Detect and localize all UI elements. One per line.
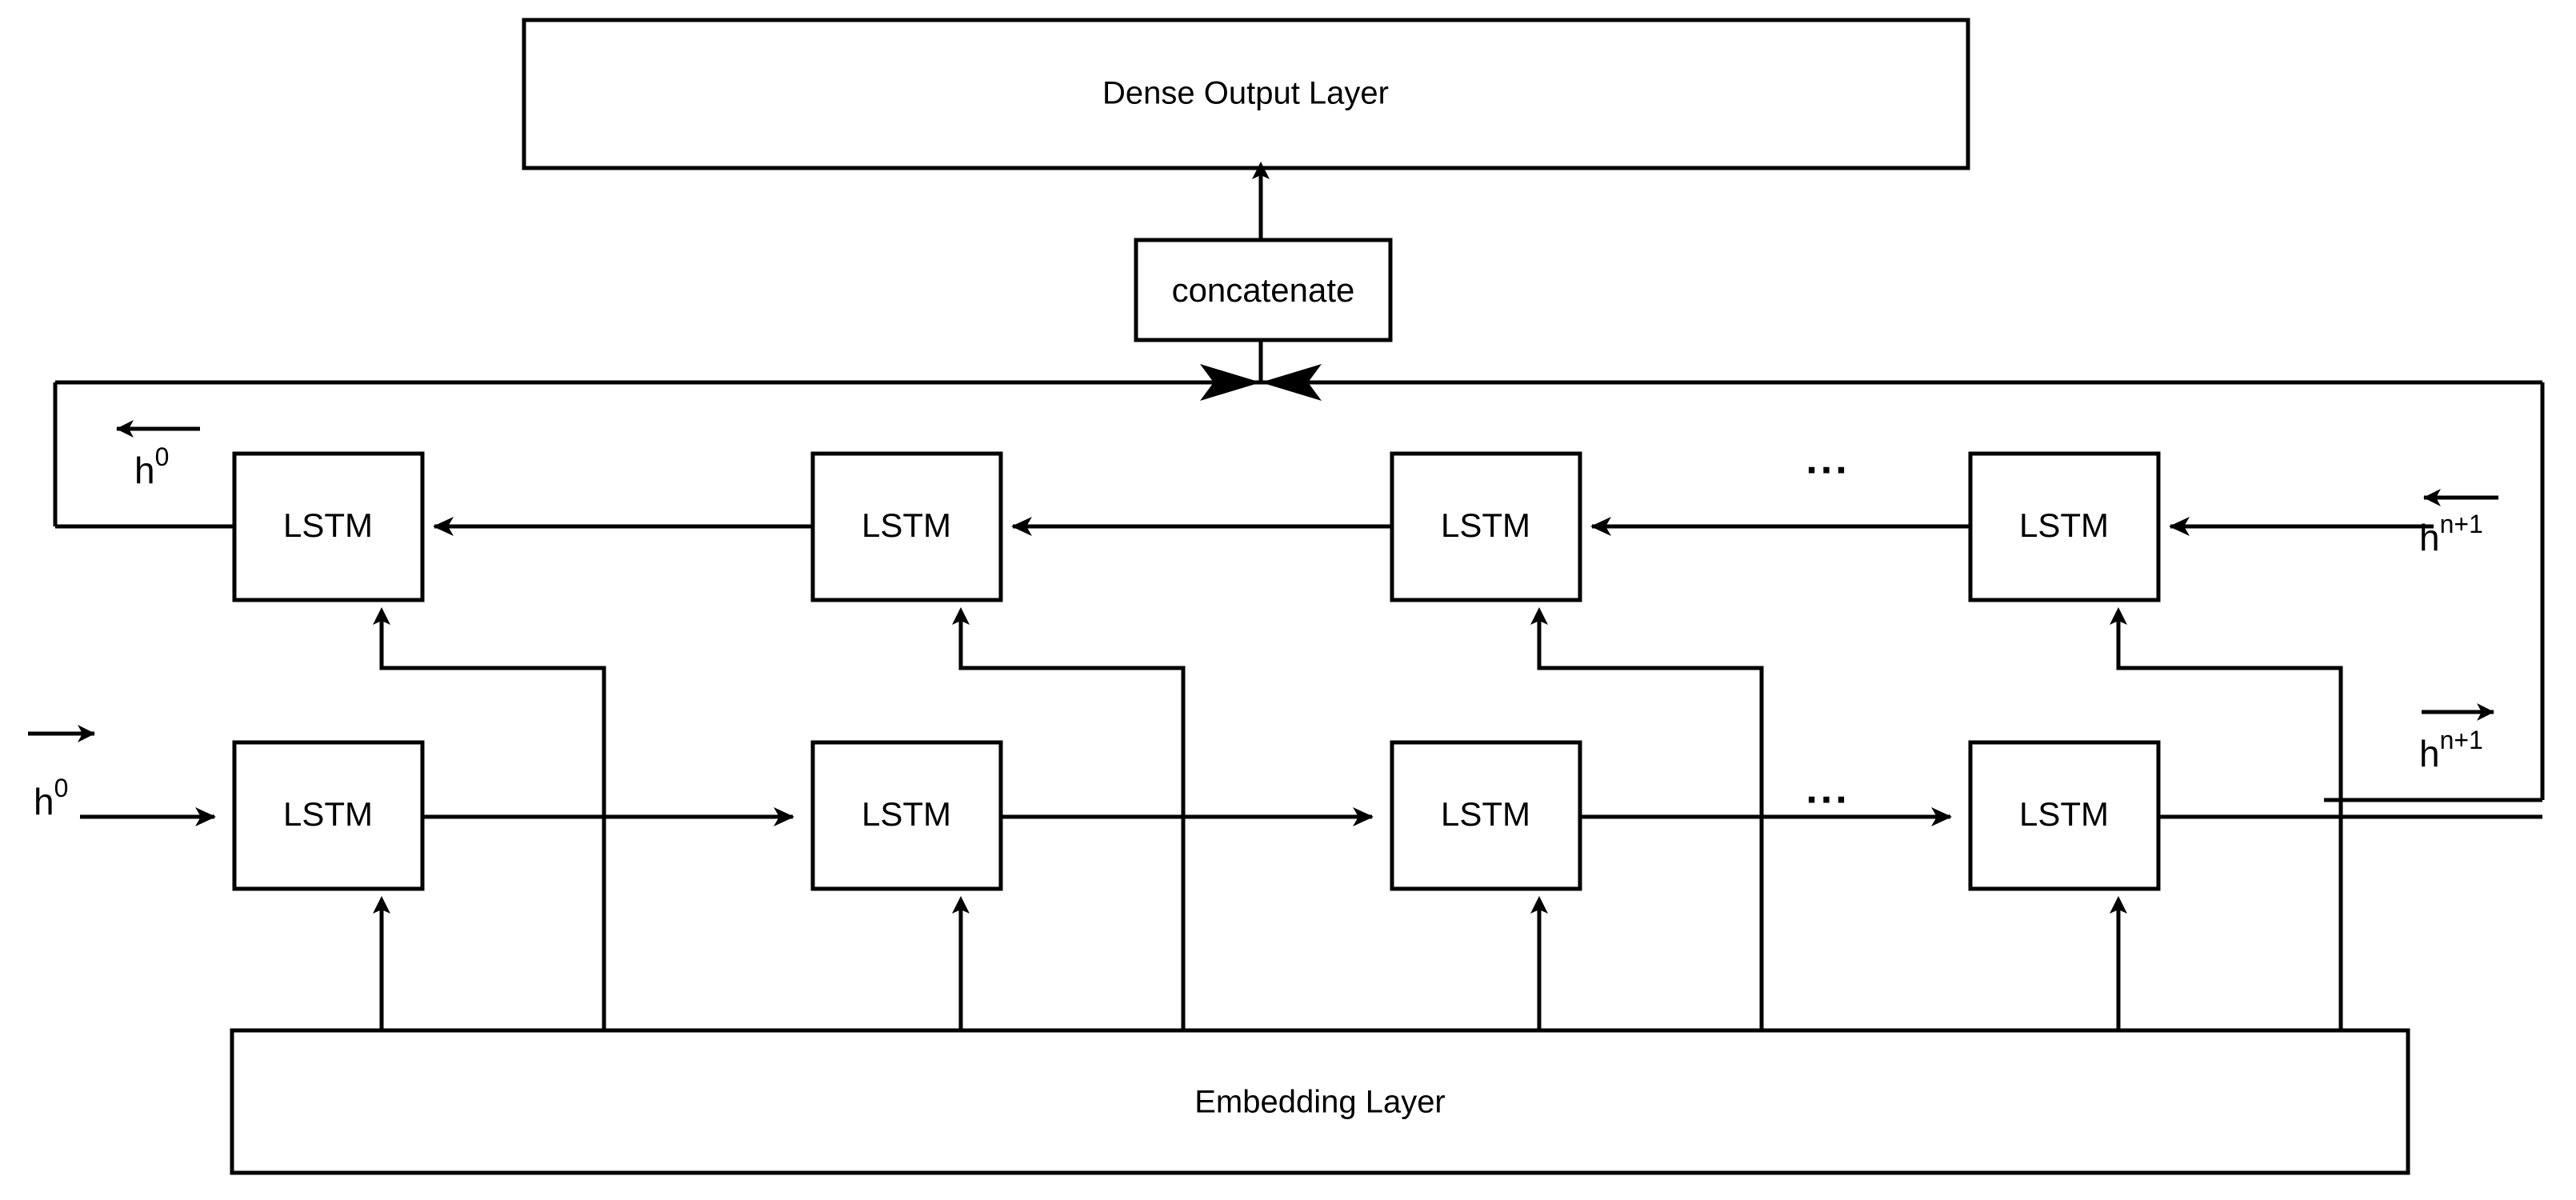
elbow-column-1 [373,607,606,1030]
backward-lstm-cell-1 [232,451,425,602]
backward-row-ellipsis: ... [1806,437,1850,483]
backward-state-out-superscript: 0 [155,442,170,471]
dense-output-layer-label: Dense Output Layer [1102,76,1389,111]
forward-state-in-annotation: h0 [28,725,95,822]
embedding-layer-block: Embedding Layer [230,1028,2410,1175]
backward-state-in-superscript: n+1 [2440,510,2483,538]
forward-lstm-cell-3-label: LSTM [1441,795,1530,833]
concatenate-label: concatenate [1172,271,1355,309]
forward-state-out-label: hn+1 [2419,726,2483,774]
dense-output-layer-box [522,18,1970,170]
forward-state-in-base: h [34,781,54,822]
backward-lstm-cell-2 [810,451,1003,602]
elbow-column-4 [2110,607,2343,1030]
forward-row-ellipsis: ... [1806,766,1850,813]
backward-state-out-annotation: h0 [116,420,200,491]
backward-state-in-label: hn+1 [2419,510,2483,558]
forward-lstm-row: LSTM LSTM LSTM LSTM ... [80,740,2542,891]
forward-state-out-base: h [2419,733,2440,774]
elbow-column-2 [952,607,1186,1030]
backward-state-out-base: h [134,450,155,491]
concatenate-block: concatenate [1134,238,1393,342]
backward-lstm-cell-3 [1390,451,1582,602]
concatenate-box [1134,238,1393,342]
backward-lstm-row: LSTM LSTM LSTM LSTM ... [55,437,2434,602]
backward-lstm-cell-3-label: LSTM [1441,506,1530,544]
forward-lstm-cell-1 [232,740,425,891]
forward-lstm-cell-1-label: LSTM [283,795,373,833]
bilstm-container [53,380,2545,802]
embedding-to-forward-edges [373,896,2127,1030]
backward-state-out-label: h0 [134,442,169,491]
forward-lstm-cell-2-label: LSTM [862,795,951,833]
forward-to-backward-elbows [373,607,2343,1030]
backward-lstm-cell-4-label: LSTM [2019,506,2109,544]
forward-lstm-cell-4-label: LSTM [2019,795,2109,833]
backward-lstm-cell-1-label: LSTM [283,506,373,544]
backward-lstm-cell-2-label: LSTM [862,506,951,544]
dense-output-layer-block: Dense Output Layer [522,18,1970,170]
forward-state-out-superscript: n+1 [2440,726,2483,754]
embedding-layer-box [230,1028,2410,1175]
forward-state-in-label: h0 [34,774,68,822]
elbow-column-3 [1530,607,1764,1030]
backward-lstm-cell-4 [1968,451,2161,602]
backward-state-in-base: h [2419,517,2440,558]
embedding-layer-label: Embedding Layer [1194,1085,1446,1120]
forward-state-out-annotation: hn+1 [2419,703,2494,774]
forward-state-in-superscript: 0 [54,774,69,802]
forward-lstm-cell-4 [1968,740,2161,891]
forward-lstm-cell-2 [810,740,1003,891]
backward-state-in-annotation: hn+1 [2419,489,2498,558]
